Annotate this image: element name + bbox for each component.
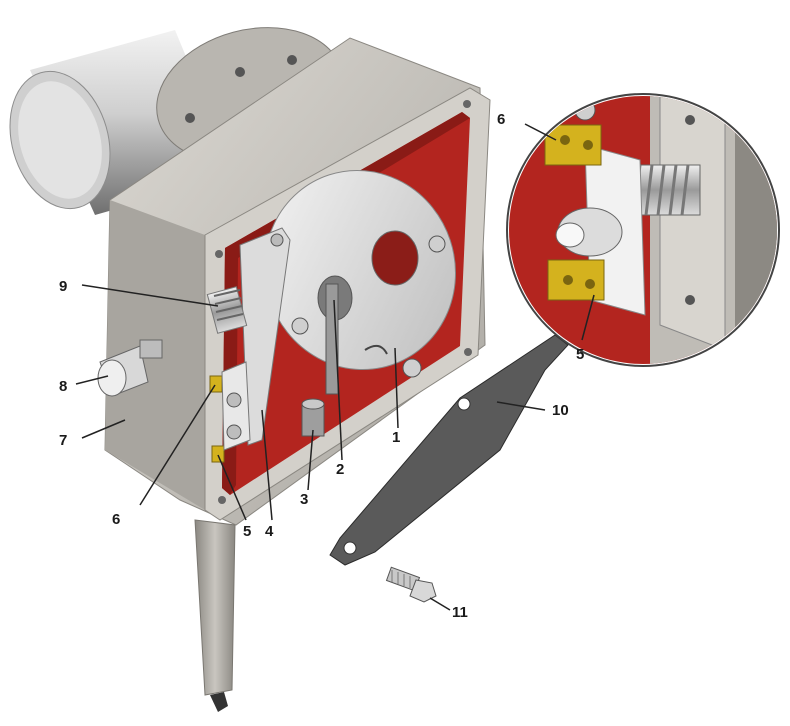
callout-5a: 5 [243,523,251,540]
callout-11: 11 [452,604,468,621]
callout-7: 7 [59,432,67,449]
callout-5b: 5 [576,346,584,363]
callout-8: 8 [59,378,67,395]
leader-10 [496,401,546,411]
callout-10: 10 [552,402,569,419]
housing-contacts [209,361,251,463]
callout-6a: 6 [112,511,120,528]
leader-5a [217,454,247,521]
callout-6b: 6 [497,111,505,128]
callout-3: 3 [300,491,308,508]
leader-3 [307,429,314,491]
leader-lines [75,123,595,611]
leader-5b [581,294,595,341]
callout-labels: 1 2 3 4 5 5 6 6 7 8 9 10 11 [59,111,584,621]
leader-9 [81,284,219,307]
leader-2 [333,299,343,461]
callout-2: 2 [336,461,344,478]
leader-6a [139,384,216,506]
leader-4 [261,409,273,521]
leader-6b [524,123,557,141]
screw [385,566,437,603]
detail-inset [506,93,780,367]
leader-8 [75,375,109,385]
gasket-cover [329,334,569,566]
cable [194,519,236,712]
leader-7 [81,419,126,439]
callout-1: 1 [392,429,400,446]
callout-9: 9 [59,278,67,295]
leader-1 [394,347,399,429]
leader-11 [429,597,451,611]
stud [301,398,325,437]
spring [206,286,248,334]
callout-4: 4 [265,523,274,540]
